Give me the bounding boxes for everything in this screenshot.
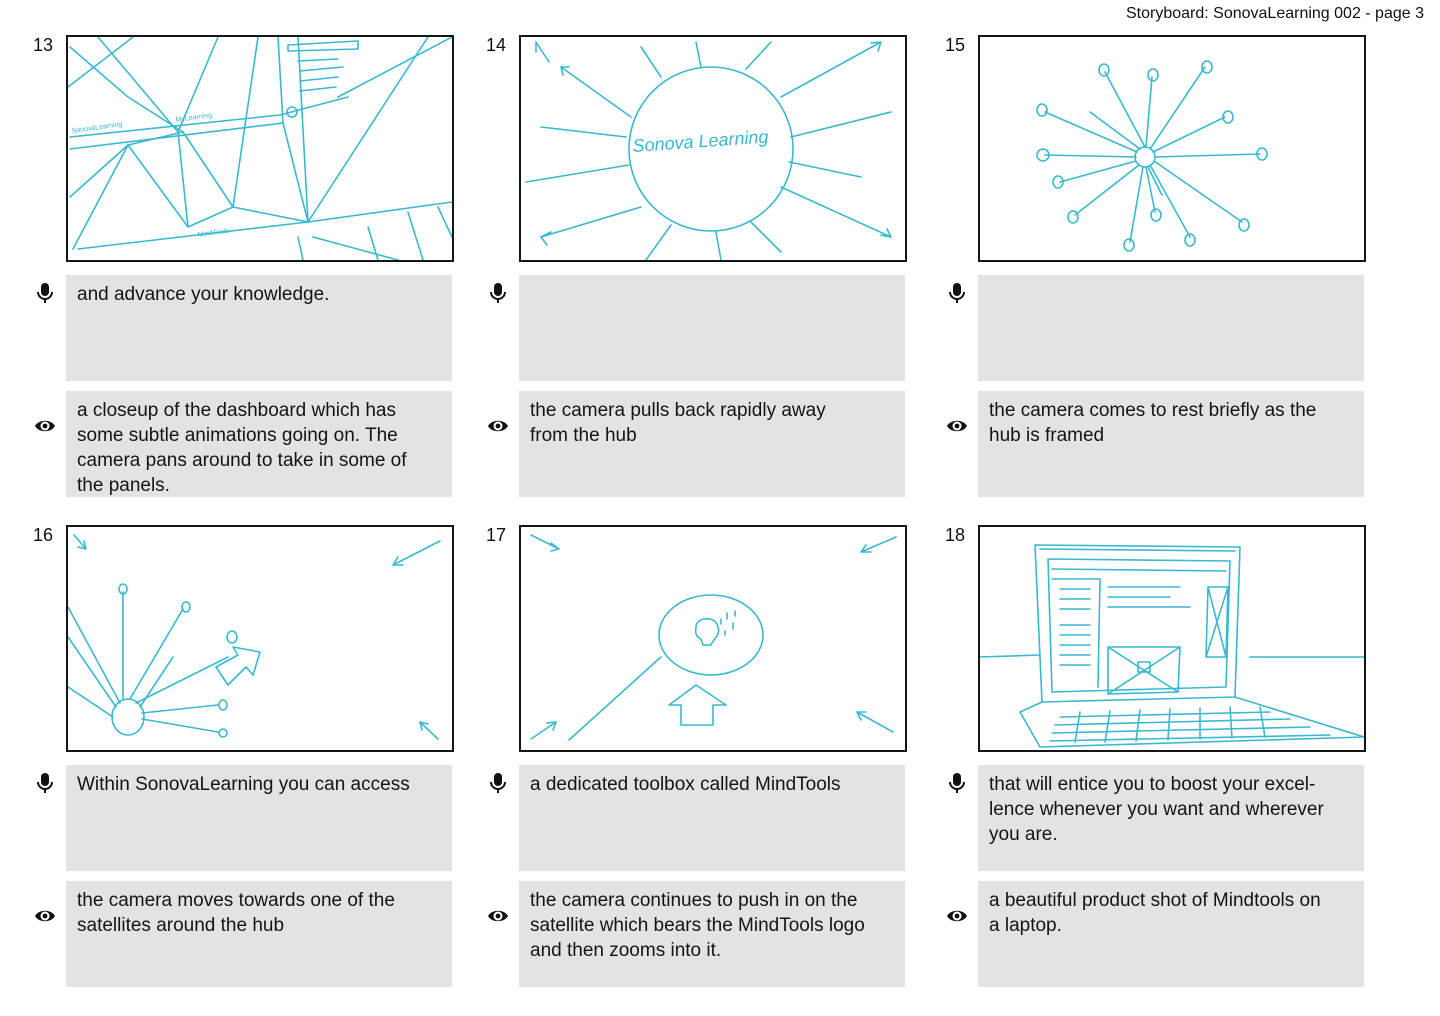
audio-text: that will entice you to boost your excel… [978,765,1364,871]
microphone-icon [33,281,57,305]
visual-text: a beautiful product shot of Mindtools on… [978,881,1364,987]
eye-icon [33,904,57,928]
audio-text [978,275,1364,381]
audio-text: a dedicated toolbox called MindTools [519,765,905,871]
visual-text: the camera comes to rest briefly as the … [978,391,1364,497]
panel-number: 18 [945,525,966,545]
page-header: Storyboard: SonovaLearning 002 - page 3 [1126,5,1424,22]
eye-icon [945,414,969,438]
eye-icon [945,904,969,928]
storyboard-panel-13: 13 [33,35,466,505]
sketch-frame [978,525,1366,752]
storyboard-panel-18: 18 that will entice yo [945,525,1378,995]
microphone-icon [945,771,969,795]
sketch-hub-framed [1036,60,1268,252]
sketch-label: Sonova Learning [632,127,769,156]
sketch-mindtools-satellite [530,534,897,741]
panel-number: 13 [33,35,54,55]
sketch-label: MindTools [197,228,230,239]
microphone-icon [945,281,969,305]
microphone-icon [33,771,57,795]
audio-text: Within SonovaLearning you can access [66,765,452,871]
panel-number: 15 [945,35,966,55]
sketch-dashboard-closeup: SonovaLearning MyLearning MindTools [68,37,452,260]
sketch-frame: SonovaLearning MyLearning MindTools [66,35,454,262]
eye-icon [486,414,510,438]
storyboard-panel-15: 15 [945,35,1378,505]
visual-text: a closeup of the dashboard which has som… [66,391,452,497]
visual-text: the camera pulls back rapidly away from … [519,391,905,497]
sketch-frame [66,525,454,752]
visual-text: the camera continues to push in on the s… [519,881,905,987]
visual-text: the camera moves towards one of the sate… [66,881,452,987]
sketch-hub-pullback: Sonova Learning [525,41,892,260]
sketch-laptop-product-shot [980,544,1364,748]
sketch-move-to-satellite [68,534,441,740]
eye-icon [486,904,510,928]
sketch-frame [519,525,907,752]
microphone-icon [486,281,510,305]
audio-text: and advance your knowledge. [66,275,452,381]
storyboard-panel-17: 17 a dedicated toolbox called MindTools … [486,525,919,995]
panel-number: 14 [486,35,507,55]
panel-number: 17 [486,525,507,545]
eye-icon [33,414,57,438]
storyboard-panel-16: 16 Within SonovaLearning you ca [33,525,466,995]
sketch-frame [978,35,1366,262]
sketch-frame: Sonova Learning [519,35,907,262]
audio-text [519,275,905,381]
storyboard-panel-14: 14 Sonova Learning [486,35,919,505]
microphone-icon [486,771,510,795]
panel-number: 16 [33,525,54,545]
